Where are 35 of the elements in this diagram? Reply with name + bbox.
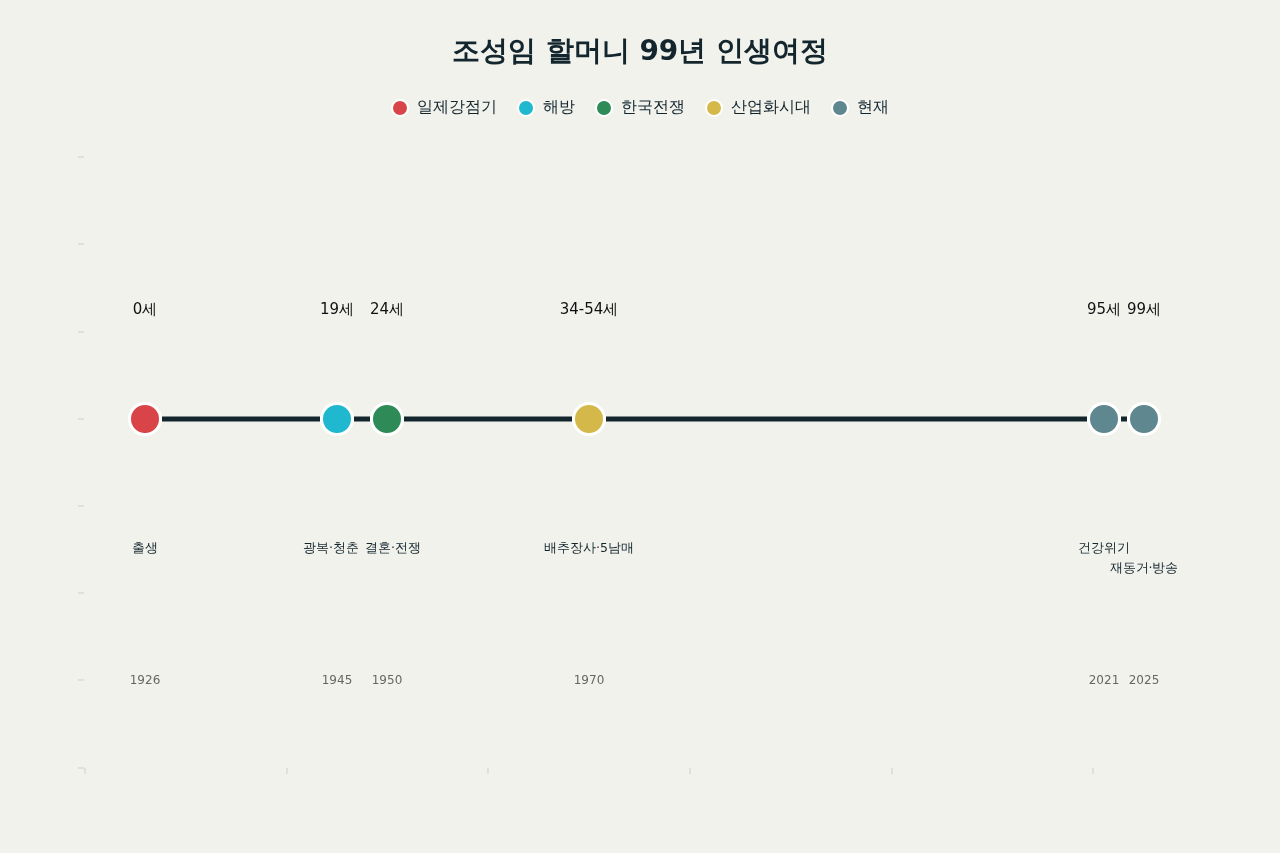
event-label: 출생 — [132, 540, 158, 557]
timeline-dot — [1127, 402, 1161, 436]
event-label: 재동거·방송 — [1109, 560, 1179, 577]
timeline-line — [606, 416, 1087, 422]
event-label: 배추장사·5남매 — [544, 540, 634, 557]
age-label: 99세 — [1126, 300, 1162, 319]
legend-label: 현재 — [857, 97, 889, 118]
year-label: 1970 — [573, 673, 605, 687]
legend-label: 일제강점기 — [417, 97, 497, 118]
age-label: 19세 — [319, 300, 355, 319]
timeline-line — [354, 416, 370, 422]
year-label: 2025 — [1128, 673, 1160, 687]
timeline-dot — [572, 402, 606, 436]
age-label: 95세 — [1086, 300, 1122, 319]
legend-label: 해방 — [543, 97, 575, 118]
timeline-dot — [128, 402, 162, 436]
timeline-dot — [1087, 402, 1121, 436]
age-label: 0세 — [132, 300, 158, 319]
age-label: 34-54세 — [559, 300, 619, 319]
age-label: 24세 — [369, 300, 405, 319]
year-label: 1926 — [129, 673, 161, 687]
year-label: 1950 — [371, 673, 403, 687]
legend-label: 산업화시대 — [731, 97, 811, 118]
timeline-dot — [320, 402, 354, 436]
event-label: 광복·청춘 — [303, 540, 359, 557]
timeline-dot — [370, 402, 404, 436]
timeline-line — [162, 416, 320, 422]
legend-label: 한국전쟁 — [621, 97, 685, 118]
timeline-line — [404, 416, 572, 422]
event-label: 건강위기 — [1078, 540, 1130, 557]
year-label: 1945 — [321, 673, 353, 687]
timeline-line — [1121, 416, 1127, 422]
year-label: 2021 — [1088, 673, 1120, 687]
event-label: 결혼·전쟁 — [365, 540, 421, 557]
chart-title: 조성임 할머니 99년 인생여정 — [451, 34, 829, 67]
